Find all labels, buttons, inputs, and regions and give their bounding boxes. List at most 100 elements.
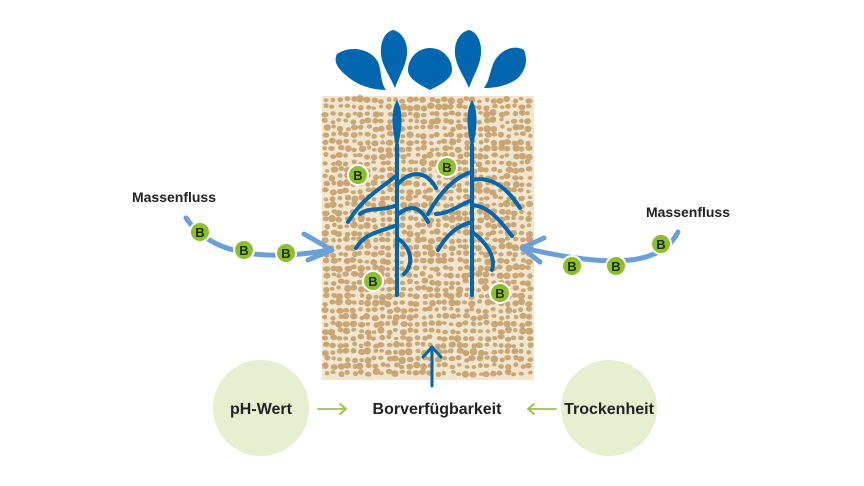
soil-grain <box>415 153 421 157</box>
soil-block <box>321 95 535 380</box>
soil-grain <box>482 371 490 378</box>
soil-grain <box>462 278 469 284</box>
soil-grain <box>358 299 365 306</box>
soil-grain <box>518 348 524 354</box>
soil-grain <box>527 211 532 216</box>
soil-grain <box>358 124 364 130</box>
soil-grain <box>492 194 499 199</box>
soil-grain <box>386 286 393 292</box>
soil-grain <box>484 355 490 360</box>
soil-grain <box>399 251 406 257</box>
soil-grain <box>407 322 413 327</box>
soil-grain <box>393 341 401 348</box>
soil-grain <box>443 203 450 209</box>
soil-grain <box>321 117 328 123</box>
boron-badge-icon: B <box>189 221 211 243</box>
soil-grain <box>406 96 414 103</box>
soil-grain <box>455 210 462 216</box>
soil-grain <box>463 313 470 319</box>
soil-grain <box>385 151 394 159</box>
soil-grain <box>477 265 484 272</box>
soil-grain <box>322 139 329 146</box>
soil-grain <box>422 328 428 333</box>
soil-grain <box>345 127 351 132</box>
soil-grain <box>485 336 492 342</box>
soil-grain <box>415 348 421 354</box>
soil-grain <box>476 153 484 160</box>
soil-grain <box>457 266 463 271</box>
soil-grain <box>406 356 414 363</box>
soil-grain <box>378 154 387 160</box>
soil-grain <box>338 104 344 108</box>
soil-grain <box>453 335 462 343</box>
soil-grain <box>456 183 462 188</box>
soil-grain <box>456 195 461 200</box>
soil-grain <box>357 153 363 158</box>
soil-grain <box>468 355 476 362</box>
soil-grain <box>478 294 484 299</box>
soil-grain <box>447 348 454 354</box>
soil-grain <box>524 118 531 125</box>
soil-grain <box>512 308 517 314</box>
soil-grain <box>518 104 526 110</box>
soil-grain <box>399 369 406 374</box>
soil-grain <box>519 327 527 335</box>
soil-grain <box>428 327 435 333</box>
soil-grain <box>485 329 490 334</box>
soil-grain <box>447 103 454 110</box>
soil-grain <box>330 97 336 103</box>
soil-grain <box>464 140 470 146</box>
soil-grain <box>456 98 464 105</box>
soil-grain <box>351 124 358 131</box>
soil-grain <box>342 187 349 194</box>
soil-grain <box>363 222 371 229</box>
soil-grain <box>483 319 490 326</box>
soil-grain <box>448 285 455 290</box>
soil-grain <box>380 160 387 166</box>
soil-grain <box>484 131 492 138</box>
soil-grain <box>363 313 370 320</box>
soil-grain <box>517 356 525 362</box>
soil-grain <box>342 321 350 328</box>
soil-grain <box>400 335 407 340</box>
soil-grain <box>413 273 419 278</box>
soil-grain <box>460 159 469 165</box>
soil-grain <box>504 348 511 354</box>
soil-grain <box>387 112 394 117</box>
soil-grain <box>442 287 449 293</box>
soil-grain <box>492 335 498 341</box>
soil-grain <box>358 105 364 111</box>
soil-grain <box>433 228 441 235</box>
soil-grain <box>422 301 428 305</box>
soil-grain <box>338 111 344 117</box>
soil-grain <box>447 293 455 300</box>
soil-grain <box>447 119 455 125</box>
soil-grain <box>350 190 356 195</box>
soil-grain <box>352 341 358 347</box>
soil-grain <box>449 146 454 151</box>
soil-grain <box>512 272 519 279</box>
soil-grain <box>343 235 350 242</box>
soil-grain <box>469 371 477 378</box>
soil-grain <box>527 336 534 342</box>
soil-grain <box>518 96 524 101</box>
soil-grain <box>337 238 342 243</box>
soil-grain <box>365 363 372 369</box>
soil-grain <box>525 104 532 109</box>
soil-grain <box>330 320 336 325</box>
soil-grain <box>435 189 440 193</box>
soil-grain <box>498 144 506 151</box>
soil-grain <box>321 362 329 370</box>
soil-grain <box>356 279 363 285</box>
soil-grain <box>456 138 462 143</box>
soil-grain <box>329 196 336 202</box>
soil-grain <box>519 237 526 243</box>
soil-grain <box>479 372 484 376</box>
soil-grain <box>450 329 456 335</box>
soil-grain <box>512 175 519 181</box>
soil-grain <box>414 119 419 124</box>
soil-grain <box>427 249 436 257</box>
soil-grain <box>322 161 328 166</box>
soil-grain <box>479 197 484 201</box>
